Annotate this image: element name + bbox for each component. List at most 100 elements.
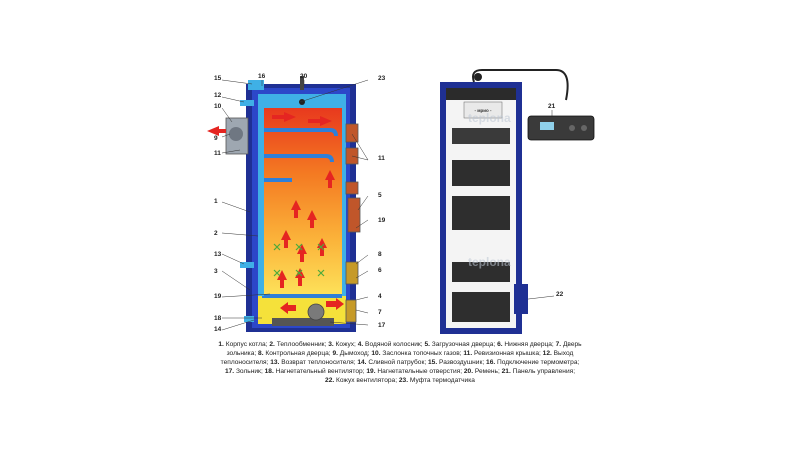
legend-number: 23. — [398, 377, 409, 384]
legend-text: Подключение термометра; — [495, 359, 580, 366]
legend-row: зольника; 8. Контрольная дверца; 9. Дымо… — [200, 349, 600, 358]
thermo-sleeve — [299, 99, 305, 105]
blast-hole — [317, 269, 325, 277]
blast-holes — [273, 243, 325, 277]
callout-5: 5 — [378, 192, 382, 199]
blast-hole — [295, 243, 303, 251]
flame-arrow — [281, 230, 291, 248]
gas-flow-arrows — [207, 112, 344, 314]
legend-number: 19. — [366, 368, 376, 375]
fan-cover — [514, 284, 528, 314]
legend-text: Нижняя дверца; — [502, 341, 556, 348]
legend-number: 15. — [428, 359, 438, 366]
legend-text: Дверь — [561, 341, 582, 348]
legend-text: Ремень; — [473, 368, 502, 375]
blast-hole — [273, 269, 281, 277]
legend-text: теплоносителя; — [220, 359, 271, 366]
legend-number: 2. — [269, 341, 275, 348]
legend-text: Корпус котла; — [223, 341, 270, 348]
control-display — [540, 122, 554, 130]
callout-17: 17 — [378, 322, 386, 329]
legend-text: Загрузочная дверца; — [429, 341, 498, 348]
legend-row: 1. Корпус котла; 2. Теплообменник; 3. Ко… — [200, 340, 600, 349]
lower-door — [345, 261, 359, 285]
legend-text: Нагнетательные отверстия; — [375, 368, 464, 375]
legend-number: 16. — [486, 359, 496, 366]
revision-door-3 — [345, 181, 359, 195]
brand-badge: - мрио - — [474, 108, 492, 113]
blower-fan — [307, 303, 325, 321]
ash-door-front — [452, 292, 510, 322]
legend-number: 11. — [463, 350, 473, 357]
legend-text: Теплообменник; — [274, 341, 329, 348]
blast-hole — [317, 243, 325, 251]
legend-number: 18. — [264, 368, 274, 375]
gas-arrow — [272, 112, 296, 122]
callout-15: 15 — [214, 75, 222, 82]
boiler-front-view: - мрио - — [440, 69, 595, 334]
blast-hole — [273, 243, 281, 251]
callout-21: 21 — [548, 103, 556, 110]
legend-number: 9. — [332, 350, 338, 357]
legend-text: Дымоход; — [337, 350, 372, 357]
legend-row: теплоносителя; 13. Возврат теплоносителя… — [200, 358, 600, 367]
legend-number: 3. — [328, 341, 334, 348]
callout-11-right: 11 — [378, 155, 385, 162]
legend-number: 4. — [357, 341, 364, 348]
parts-legend: 1. Корпус котла; 2. Теплообменник; 3. Ко… — [200, 340, 600, 385]
loading-door-front — [452, 196, 510, 230]
legend-text: Зольник; — [234, 368, 265, 375]
callout-19-left: 19 — [214, 293, 222, 300]
legend-number: 10. — [371, 350, 381, 357]
baffle-middle — [264, 154, 334, 163]
legend-text: Ревизионная крышка; — [472, 350, 543, 357]
flow-outlet — [240, 100, 254, 106]
cable-connector — [474, 73, 482, 81]
flame-arrow — [297, 244, 307, 262]
callout-22: 22 — [556, 291, 564, 298]
legend-text: Заслонка топочных газов; — [380, 350, 464, 357]
blast-hole — [295, 269, 303, 277]
callout-8: 8 — [378, 251, 382, 258]
legend-number: 20. — [463, 368, 474, 375]
callout-3: 3 — [214, 268, 218, 275]
combustion-chamber — [264, 108, 342, 296]
watermark: teplona — [468, 255, 511, 269]
legend-number: 17. — [224, 368, 235, 375]
callout-9: 9 — [214, 135, 218, 142]
legend-text: Нагнетательный вентилятор; — [273, 368, 367, 375]
callout-6: 6 — [378, 267, 382, 274]
revision-door-1 — [345, 123, 359, 143]
revision-door — [452, 128, 510, 144]
callout-7: 7 — [378, 309, 382, 316]
water-jacket-left — [258, 108, 264, 296]
legend-text: Водяной колосник; — [363, 341, 425, 348]
callout-14: 14 — [214, 326, 222, 333]
legend-number: 22. — [325, 377, 335, 384]
callout-11-left: 11 — [214, 150, 221, 157]
callout-10: 10 — [214, 103, 222, 110]
callout-12: 12 — [214, 92, 222, 99]
flame-arrow — [295, 268, 305, 286]
exhaust-arrow — [207, 126, 226, 136]
belt — [300, 76, 304, 90]
legend-number: 5. — [424, 341, 430, 348]
callout-16: 16 — [258, 73, 266, 80]
legend-number: 13. — [270, 359, 280, 366]
legend-text: зольника; — [226, 350, 259, 357]
legend-text: Выход — [551, 350, 574, 357]
air-vent — [248, 80, 264, 90]
legend-number: 21. — [501, 368, 511, 375]
water-jacket-right — [342, 108, 346, 296]
flame-arrow — [325, 170, 335, 188]
flame-arrow — [291, 200, 301, 218]
lower-door-front — [452, 262, 510, 282]
legend-number: 8. — [258, 350, 264, 357]
callout-2: 2 — [214, 230, 218, 237]
legend-row: 17. Зольник; 18. Нагнетательный вентилят… — [200, 367, 600, 376]
upper-door — [452, 160, 510, 186]
sensor-cable — [472, 69, 569, 101]
legend-text: Кожух вентилятора; — [334, 377, 399, 384]
